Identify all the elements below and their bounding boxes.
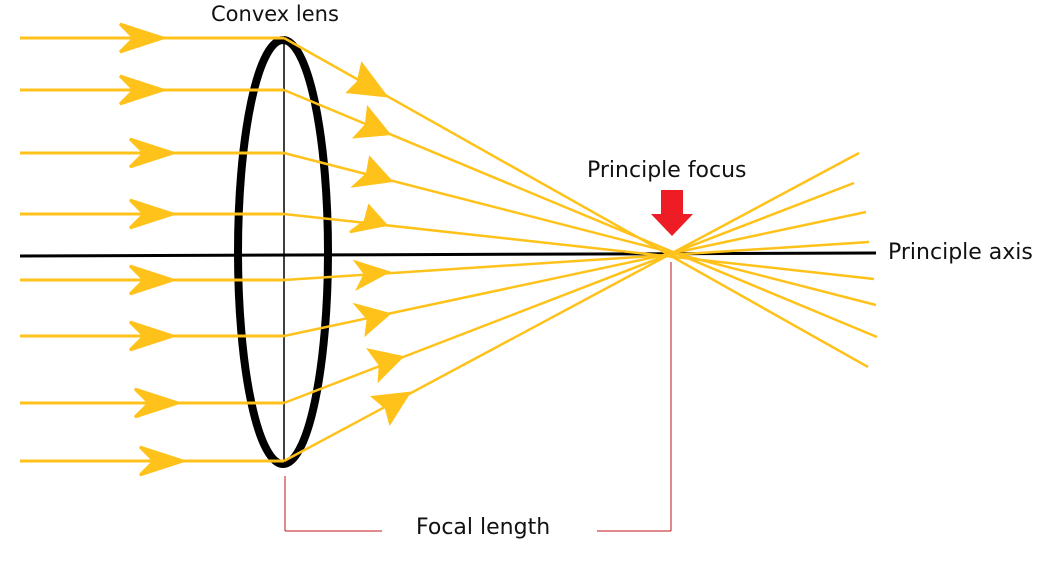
principle-axis-label: Principle axis xyxy=(888,240,1033,265)
ray-arrowhead xyxy=(350,155,394,188)
ray-arrowhead xyxy=(128,137,178,169)
ray-arrowhead xyxy=(128,320,178,352)
principle-focus-arrow-icon xyxy=(651,190,693,236)
ray-arrowhead xyxy=(369,391,412,427)
ray-arrowhead xyxy=(345,61,389,98)
ray-arrowhead xyxy=(128,264,178,296)
convex-lens-label: Convex lens xyxy=(211,2,339,26)
ray-arrowhead xyxy=(366,348,405,384)
ray-arrowhead xyxy=(133,387,183,419)
incoming-rays xyxy=(20,22,284,477)
ray-arrowhead xyxy=(128,198,178,230)
principle-focus-label: Principle focus xyxy=(587,158,747,183)
ray-arrowhead xyxy=(352,302,392,338)
refracted-ray-8 xyxy=(283,151,860,463)
ray-arrowhead xyxy=(118,74,168,106)
convex-lens-outline xyxy=(234,36,332,468)
ray-arrowhead xyxy=(349,203,389,234)
focal-length-label: Focal length xyxy=(416,515,551,540)
ray-arrowhead xyxy=(118,22,168,54)
ray-arrowhead xyxy=(351,104,392,139)
ray-arrowhead xyxy=(138,445,188,477)
principal-axis-line xyxy=(19,251,877,258)
ray-arrowhead xyxy=(352,259,392,291)
refracted-rays xyxy=(283,36,878,463)
focal-length-bracket xyxy=(284,262,672,532)
